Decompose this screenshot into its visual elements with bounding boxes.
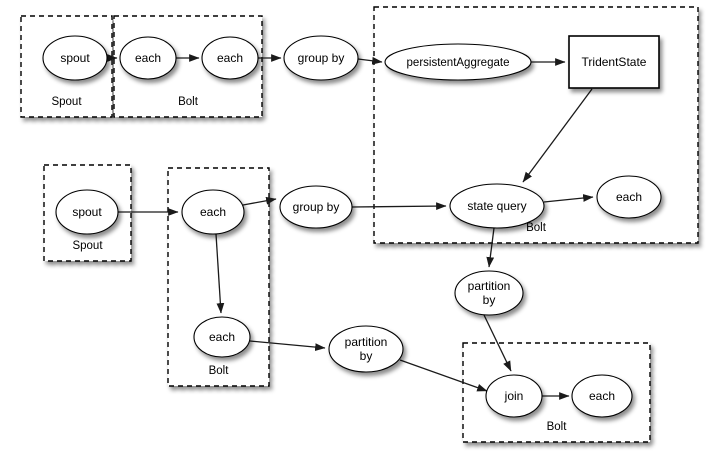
spout-node-mid-label: spout [72,205,102,219]
edge-each-mid-to-each-lower [215,233,225,314]
edge-partition-by-upper-to-join [483,314,512,372]
each-node-top-2[interactable] [201,36,259,80]
bolt-group-join-label: Bolt [547,421,568,433]
bolt-group-mid-label: Bolt [209,365,230,377]
each-node-top-2-label: each [217,51,243,65]
edge-state-query-to-each [543,194,594,203]
edge-container [107,54,594,400]
spout-group-top-label: Spout [51,96,82,108]
group-by-node-mid[interactable] [279,185,353,229]
bolt-group-top-label: Bolt [178,96,199,108]
persistent-aggregate-node-label: persistentAggregate [407,57,510,69]
each-node-mid-2-label: each [209,330,235,344]
each-node-join-out[interactable] [571,374,633,418]
group-by-node-top[interactable] [283,35,359,81]
edge-state-query-to-partition-by [486,227,495,268]
edge-trident-state-to-state-query [522,88,593,183]
each-node-top-1[interactable] [119,36,177,80]
state-query-node-label: state query [467,199,526,213]
spout-node-mid[interactable] [55,189,119,235]
each-node-mid-1-label: each [200,205,226,219]
each-node-mid-1[interactable] [181,189,245,235]
node-container: spout each each group by persistentAggregate… [42,35,662,418]
edge-group-by-to-state-query [351,202,447,211]
spout-node-top-label: spout [60,51,90,65]
group-by-node-mid-label: group by [293,200,340,214]
join-node-label: join [504,389,524,403]
state-query-node[interactable] [449,183,545,229]
spout-group-mid-label: Spout [72,240,103,252]
each-node-top-1-label: each [135,51,161,65]
each-node-state-out-label: each [616,190,642,204]
partition-by-node-upper[interactable] [454,270,524,316]
persistent-aggregate-node[interactable] [384,43,532,81]
edge-each-lower-to-partition-by [249,340,326,351]
edge-partition-by-lower-to-join [399,359,488,392]
spout-node-top[interactable] [42,35,108,81]
trident-state-node[interactable] [568,35,660,89]
edge-group-by-to-persistent [357,56,383,65]
each-node-join-out-label: each [589,389,615,403]
edge-each-to-group-by-mid [242,196,277,206]
bolt-group-state-label: Bolt [526,222,547,234]
partition-by-node-lower[interactable] [328,325,404,373]
join-node[interactable] [485,374,543,418]
group-by-node-top-label: group by [298,51,345,65]
each-node-state-out[interactable] [596,175,662,219]
trident-state-node-label: TridentState [582,55,647,69]
each-node-mid-2[interactable] [193,316,251,358]
